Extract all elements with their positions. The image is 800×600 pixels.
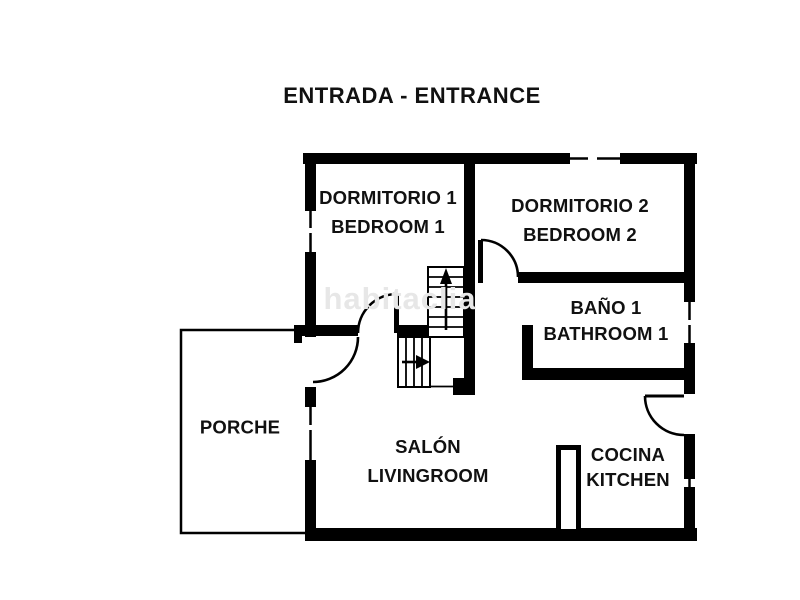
staircase bbox=[397, 266, 465, 388]
room-label-porch-es: PORCHE bbox=[199, 416, 281, 438]
room-label-bedroom2-es: DORMITORIO 2 bbox=[511, 195, 649, 216]
room-label-porch: PORCHE bbox=[200, 413, 280, 442]
right-wall-upper bbox=[684, 153, 695, 302]
bedroom1-bottom-wall-stub bbox=[397, 325, 430, 336]
room-label-livingroom-en: LIVINGROOM bbox=[367, 465, 489, 486]
room-label-livingroom-es: SALÓN bbox=[395, 436, 461, 457]
porch-outline bbox=[179, 328, 307, 535]
exterior-walls bbox=[303, 153, 697, 541]
room-label-bedroom1: DORMITORIO 1 BEDROOM 1 bbox=[319, 183, 457, 241]
page-title: ENTRADA - ENTRANCE bbox=[283, 83, 541, 108]
bedroom1-door-arc bbox=[356, 292, 398, 334]
entrance-door-arc bbox=[312, 336, 360, 384]
divider-wall-end-block bbox=[453, 378, 475, 395]
doors bbox=[312, 238, 685, 437]
left-wall-mid bbox=[305, 252, 316, 337]
room-label-bedroom1-en: BEDROOM 1 bbox=[331, 216, 445, 237]
room-label-kitchen-es: COCINA bbox=[590, 444, 666, 465]
watermark-text: habitaclia bbox=[323, 281, 477, 316]
up-arrow-head bbox=[440, 268, 452, 284]
bedroom1-door-leaf bbox=[394, 293, 399, 333]
room-label-bedroom1-es: DORMITORIO 1 bbox=[319, 187, 457, 208]
bedroom-divider-wall bbox=[464, 153, 475, 378]
left-wall-lower bbox=[305, 460, 316, 541]
bottom-wall bbox=[305, 528, 697, 541]
room-label-bathroom1-es: BAÑO 1 bbox=[570, 297, 642, 318]
bathroom-left-wall bbox=[522, 325, 533, 380]
interior-walls bbox=[294, 153, 695, 395]
right-wall-lower bbox=[684, 487, 695, 541]
right-arrow-head bbox=[416, 355, 430, 369]
room-label-bathroom1-en: BATHROOM 1 bbox=[543, 323, 669, 344]
kitchen-partition bbox=[556, 445, 581, 534]
bedroom2-door-leaf bbox=[478, 240, 483, 283]
right-wall-kitchen bbox=[684, 434, 695, 479]
room-label-kitchen-en: KITCHEN bbox=[586, 469, 670, 490]
room-label-bedroom2: DORMITORIO 2 BEDROOM 2 bbox=[511, 191, 649, 249]
left-wall-below-door bbox=[305, 387, 316, 407]
room-label-bathroom1: BAÑO 1 BATHROOM 1 bbox=[544, 295, 669, 347]
room-label-livingroom: SALÓN LIVINGROOM bbox=[367, 432, 488, 490]
right-wall-mid bbox=[684, 343, 695, 394]
left-wall-upper bbox=[305, 153, 316, 211]
top-wall-left bbox=[303, 153, 570, 164]
bedroom2-bottom-wall bbox=[518, 272, 695, 283]
top-wall-right bbox=[620, 153, 697, 164]
bedroom1-bottom-wall bbox=[294, 325, 358, 336]
room-label-bedroom2-en: BEDROOM 2 bbox=[523, 224, 637, 245]
windows bbox=[309, 157, 691, 489]
porch-junction-tick bbox=[294, 336, 302, 343]
room-label-kitchen: COCINA KITCHEN bbox=[586, 442, 670, 492]
up-arrow-icon bbox=[440, 268, 452, 330]
right-arrow-icon bbox=[402, 355, 430, 369]
kitchen-door-arc bbox=[643, 395, 685, 437]
bedroom2-door-arc bbox=[480, 238, 520, 278]
bathroom-bottom-wall bbox=[522, 368, 684, 380]
